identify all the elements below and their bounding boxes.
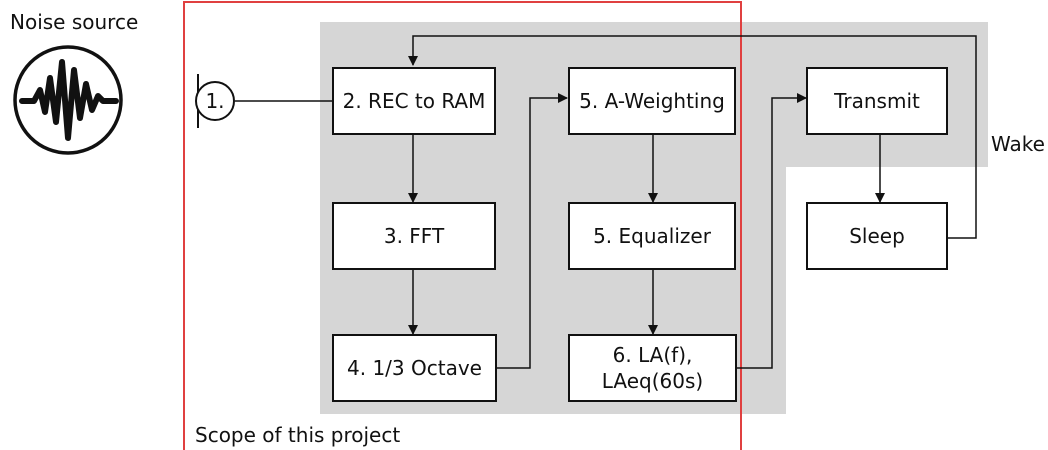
noise-source-icon — [13, 45, 123, 155]
la-label-line2: LAeq(60s) — [601, 369, 704, 393]
wake-label: Wake — [991, 132, 1045, 156]
mic-step-badge: 1. — [195, 81, 235, 121]
fft-node: 3. FFT — [332, 202, 496, 270]
fft-label: 3. FFT — [383, 224, 445, 248]
scope-label: Scope of this project — [195, 423, 401, 447]
octave-label: 4. 1/3 Octave — [347, 356, 482, 380]
arrow-la-to-transmit — [737, 93, 807, 369]
arrow-octave-to-aweighting — [497, 93, 568, 369]
arrow-wake-loop — [408, 35, 977, 239]
transmit-label: Transmit — [834, 89, 920, 113]
noise-source-label: Noise source — [10, 10, 139, 34]
equalizer-node: 5. Equalizer — [568, 202, 736, 270]
rec-to-ram-label: 2. REC to RAM — [342, 89, 486, 113]
scope-boundary — [183, 1, 742, 450]
la-label-line1: 6. LA(f), — [612, 343, 693, 367]
a-weighting-node: 5. A-Weighting — [568, 67, 736, 135]
sleep-label: Sleep — [849, 224, 905, 248]
mic-step-label: 1. — [205, 89, 225, 113]
rec-to-ram-node: 2. REC to RAM — [332, 67, 496, 135]
equalizer-label: 5. Equalizer — [593, 224, 711, 248]
octave-node: 4. 1/3 Octave — [332, 334, 497, 402]
sleep-node: Sleep — [806, 202, 948, 270]
a-weighting-label: 5. A-Weighting — [579, 89, 725, 113]
transmit-node: Transmit — [806, 67, 948, 135]
la-node: 6. LA(f), LAeq(60s) — [568, 334, 737, 402]
